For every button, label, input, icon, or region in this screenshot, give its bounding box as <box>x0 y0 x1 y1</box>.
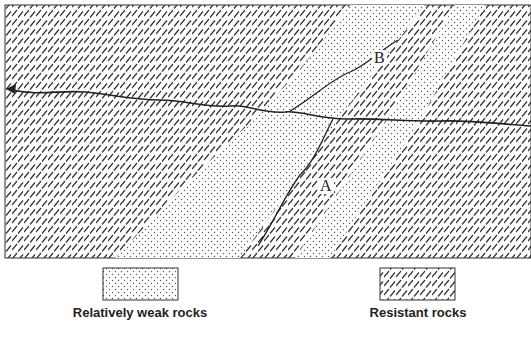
resistant-rock-ground <box>5 5 531 258</box>
legend-swatch <box>103 268 178 300</box>
stream-label: A <box>318 178 334 194</box>
flow-arrowhead <box>6 84 16 94</box>
weak-rock-band <box>295 5 485 258</box>
tributary-stream <box>290 40 398 111</box>
tributary-stream <box>258 119 333 246</box>
weak-rock-band <box>115 5 425 258</box>
legend-text: Resistant rocks <box>370 305 467 320</box>
stream-label: B <box>372 50 387 66</box>
legend-text: Relatively weak rocks <box>73 305 207 320</box>
river <box>12 90 531 126</box>
legend-swatch <box>380 268 455 300</box>
